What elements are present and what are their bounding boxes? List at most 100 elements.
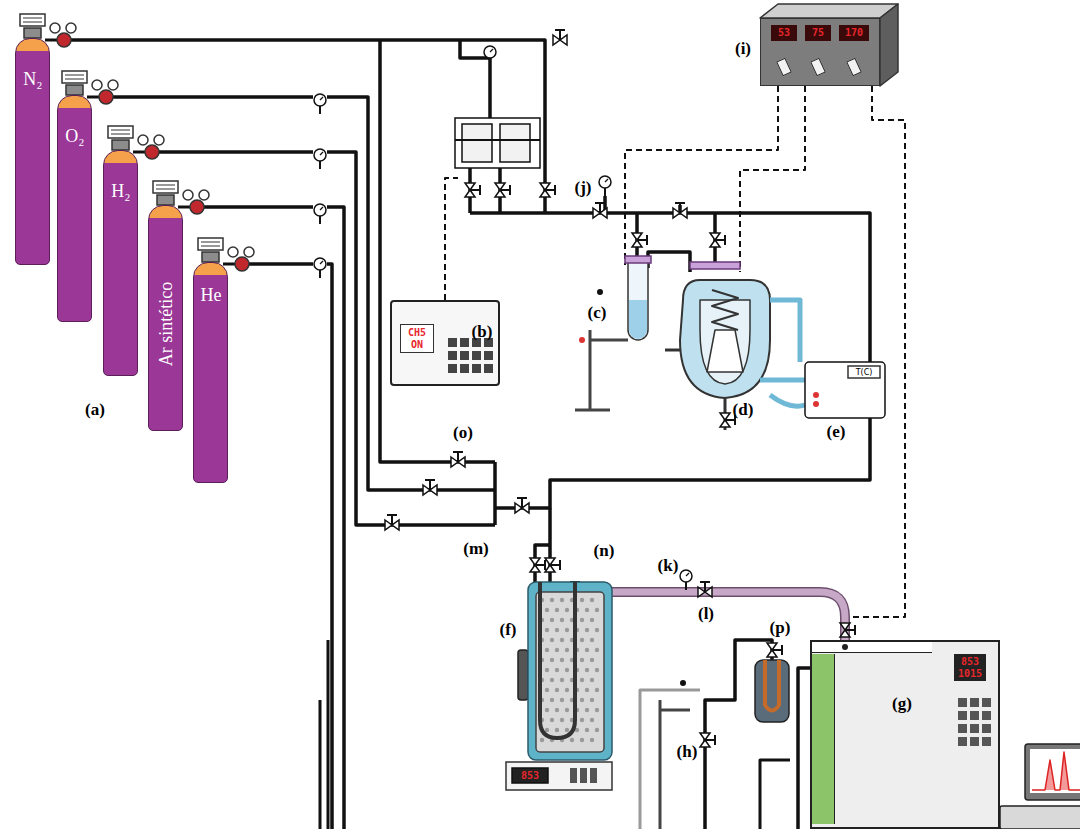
- cylinder-gauge: [228, 247, 238, 257]
- gas-pipe: [327, 97, 495, 490]
- callout-letter: (d): [733, 400, 754, 420]
- cylinder-valve: [202, 252, 219, 262]
- gas-pipe: [327, 207, 344, 829]
- gas-name: Ar sintético: [156, 282, 177, 366]
- tube-cap: [690, 262, 740, 269]
- mfc-bus: [455, 139, 540, 141]
- cylinder-valve: [157, 195, 174, 205]
- insulation-texture: [595, 708, 599, 712]
- gas-pipe: [380, 40, 495, 462]
- insulation-texture: [550, 678, 554, 682]
- button-key: [484, 364, 493, 373]
- insulation-texture: [545, 608, 549, 612]
- regulator-body: [62, 71, 87, 83]
- insulation-texture: [545, 688, 549, 692]
- insulation-texture: [590, 618, 594, 622]
- gauge-needle: [320, 207, 323, 210]
- display-readout: 853 1015: [954, 654, 986, 681]
- insulation-texture: [590, 678, 594, 682]
- insulation-texture: [580, 718, 584, 722]
- pressure-gauge: [314, 258, 326, 270]
- gas-chromatograph: (g)853 1015: [810, 640, 1000, 829]
- insulation-texture: [560, 638, 564, 642]
- valve-symbol: [515, 498, 529, 513]
- callout-letter: (p): [770, 618, 791, 638]
- display-readout: CH5 ON: [400, 324, 434, 353]
- clamp-knob: [597, 289, 603, 295]
- bath-display: [848, 366, 880, 378]
- insulation-texture: [545, 708, 549, 712]
- valve-symbol: [465, 183, 480, 197]
- gas-cylinder: N₂: [15, 38, 50, 265]
- cylinder-gauge: [92, 80, 102, 90]
- pressure-gauge: [314, 149, 326, 161]
- insulation-texture: [590, 718, 594, 722]
- insulation-texture: [595, 628, 599, 632]
- regulator-gauge: [190, 200, 204, 214]
- insulation-texture: [565, 608, 569, 612]
- display-readout: 170: [839, 25, 869, 41]
- gas-name: He: [201, 285, 222, 306]
- controller-top-face: [760, 4, 898, 18]
- insulation-texture: [585, 668, 589, 672]
- furnace-display: [512, 768, 548, 783]
- gas-pipe: [470, 213, 870, 508]
- button-key: [460, 351, 469, 360]
- cylinder-gauge: [50, 23, 60, 33]
- regulator-grip: [23, 18, 42, 22]
- cylinder-gauge: [183, 190, 193, 200]
- signal-wire: [851, 86, 905, 617]
- insulation-texture: [590, 638, 594, 642]
- monitor-screen: [1030, 749, 1080, 793]
- button-key: [460, 364, 469, 373]
- insulation-texture: [550, 598, 554, 602]
- pressure-gauge: [314, 94, 326, 106]
- keypad-key: [970, 737, 979, 746]
- insulation-texture: [595, 688, 599, 692]
- signal-wire: [625, 86, 778, 265]
- signal-wire: [445, 178, 458, 300]
- gauge-stem: [489, 58, 491, 66]
- insulation-texture: [565, 628, 569, 632]
- lab-stand: [575, 330, 628, 410]
- controller-key: [570, 768, 577, 783]
- insulation-texture: [555, 608, 559, 612]
- button-key: [448, 351, 457, 360]
- insulation-texture: [585, 688, 589, 692]
- insulation-texture: [590, 658, 594, 662]
- insulation-texture: [585, 628, 589, 632]
- injector-port: [842, 644, 848, 650]
- pressure-gauge: [599, 176, 611, 188]
- pressure-gauge: [680, 570, 692, 582]
- insulation-texture: [540, 738, 544, 742]
- clamp-knob: [680, 680, 686, 686]
- button-key: [448, 338, 457, 347]
- display-readout: 75: [805, 25, 831, 41]
- insulation-texture: [555, 728, 559, 732]
- insulation-texture: [590, 738, 594, 742]
- mass-flow-controller: [462, 124, 492, 162]
- controller-side-face: [880, 4, 898, 86]
- insulation-texture: [585, 648, 589, 652]
- insulation-texture: [590, 598, 594, 602]
- gauge-needle: [686, 573, 689, 576]
- heated-line: [600, 592, 845, 645]
- gauge-needle: [490, 49, 493, 52]
- regulator-body: [108, 126, 133, 138]
- insulation-texture: [555, 628, 559, 632]
- valve-symbol: [553, 30, 567, 45]
- insulation-texture: [545, 628, 549, 632]
- control-knob: [810, 58, 826, 77]
- callout-letter: (l): [698, 604, 714, 624]
- valve-symbol: [767, 643, 782, 657]
- valve-symbol: [451, 452, 465, 467]
- callout-letter: (c): [588, 303, 607, 323]
- regulator-grip: [156, 185, 175, 189]
- insulation-texture: [550, 638, 554, 642]
- clamp-knob: [579, 337, 585, 343]
- mass-flow-controller-block: [455, 118, 540, 168]
- insulation-texture: [545, 728, 549, 732]
- gauge-needle: [605, 179, 608, 182]
- button-key: [460, 338, 469, 347]
